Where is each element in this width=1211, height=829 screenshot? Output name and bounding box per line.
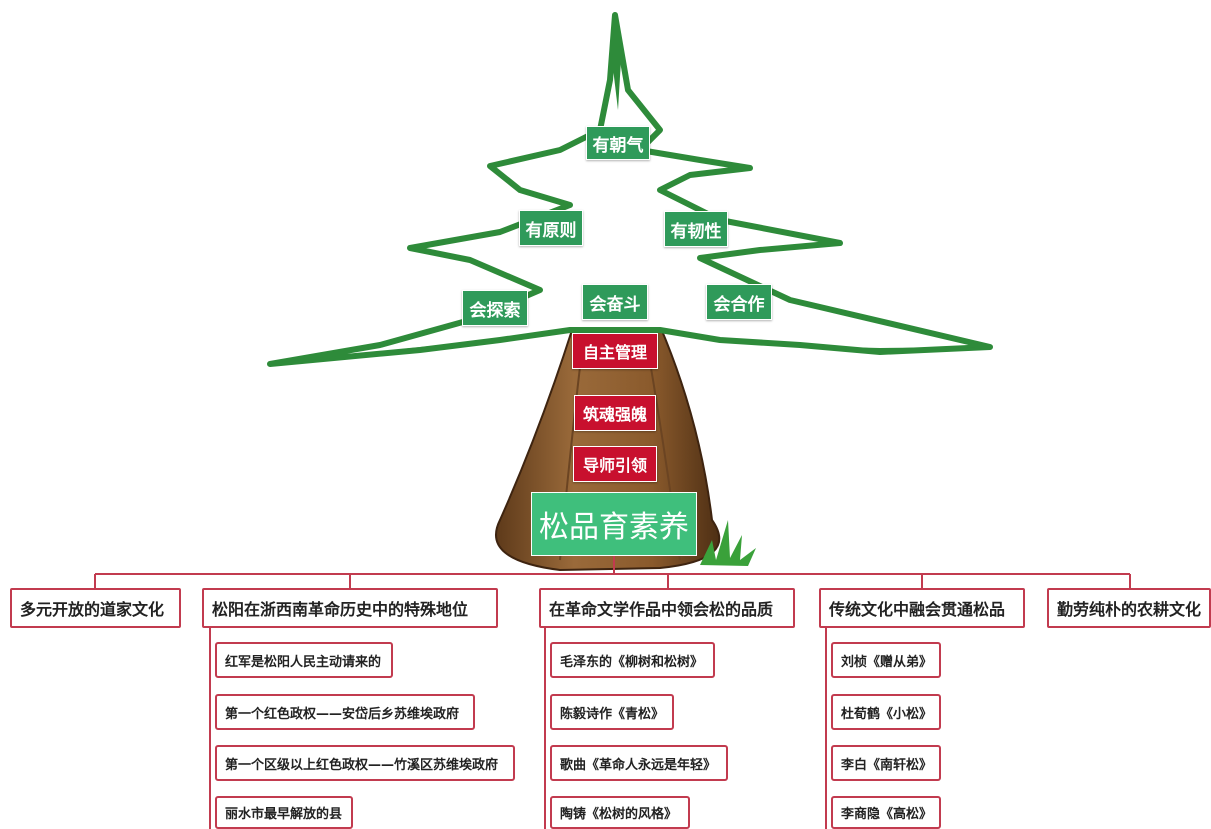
leaf-item[interactable]: 丽水市最早解放的县	[215, 796, 353, 829]
leaf-item[interactable]: 陶铸《松树的风格》	[550, 796, 690, 829]
leaf-item[interactable]: 第一个区级以上红色政权——竹溪区苏维埃政府	[215, 745, 515, 781]
canopy-node-low-left[interactable]: 会探索	[462, 290, 528, 326]
branch-revolutionary-literature[interactable]: 在革命文学作品中领会松的品质	[539, 588, 795, 628]
grass-tuft	[700, 520, 756, 566]
leaf-item[interactable]: 刘桢《赠从弟》	[831, 642, 941, 678]
leaf-item[interactable]: 杜荀鹤《小松》	[831, 694, 941, 730]
leaf-item[interactable]: 红军是松阳人民主动请来的	[215, 642, 393, 678]
trunk-node-1[interactable]: 自主管理	[572, 333, 658, 369]
trunk-node-2[interactable]: 筑魂强魄	[574, 395, 656, 431]
leaf-item[interactable]: 李白《南轩松》	[831, 745, 941, 781]
branch-traditional-culture[interactable]: 传统文化中融会贯通松品	[819, 588, 1025, 628]
leaf-item[interactable]: 第一个红色政权——安岱后乡苏维埃政府	[215, 694, 475, 730]
canopy-node-top[interactable]: 有朝气	[586, 126, 650, 160]
trunk-node-3[interactable]: 导师引领	[573, 446, 657, 482]
canopy-node-low-right[interactable]: 会合作	[706, 284, 772, 320]
branch-daoist-culture[interactable]: 多元开放的道家文化	[10, 588, 181, 628]
canopy-node-mid-right[interactable]: 有韧性	[664, 211, 728, 247]
leaf-item[interactable]: 陈毅诗作《青松》	[550, 694, 674, 730]
canopy-node-mid-left[interactable]: 有原则	[519, 210, 583, 246]
tree-canopy	[267, 12, 993, 367]
leaf-item[interactable]: 歌曲《革命人永远是年轻》	[550, 745, 728, 781]
canopy-node-low-center[interactable]: 会奋斗	[582, 284, 648, 320]
leaf-item[interactable]: 李商隐《高松》	[831, 796, 941, 829]
leaf-item[interactable]: 毛泽东的《柳树和松树》	[550, 642, 715, 678]
root-node[interactable]: 松品育素养	[531, 492, 697, 556]
branch-revolution-history[interactable]: 松阳在浙西南革命历史中的特殊地位	[202, 588, 498, 628]
connector-lines	[94, 556, 1131, 829]
branch-farming-culture[interactable]: 勤劳纯朴的农耕文化	[1047, 588, 1211, 628]
